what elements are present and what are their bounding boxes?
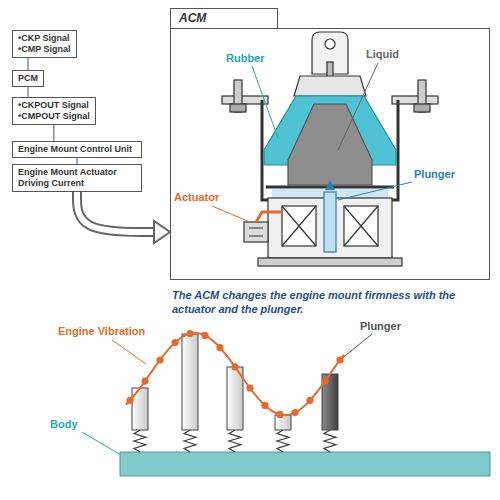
- vibration-dot: [141, 378, 148, 385]
- vibration-dot: [171, 339, 178, 346]
- box-text: •CMP Signal: [18, 44, 71, 55]
- mass-column: [275, 415, 291, 430]
- leader-line: [338, 63, 378, 150]
- plunger-rod: [324, 192, 336, 252]
- vibration-dot: [321, 378, 328, 385]
- arrow-body: [77, 192, 154, 232]
- bracket-hole: [325, 39, 335, 49]
- leader-lines: [82, 63, 412, 458]
- acm-panel: ACM: [170, 28, 490, 280]
- vibration-dot: [126, 397, 133, 404]
- connector: [28, 58, 29, 70]
- vibration-dot: [336, 356, 343, 363]
- part-name: Plunger: [360, 320, 401, 333]
- springs: [134, 430, 336, 452]
- coil: [344, 206, 378, 246]
- leader-line: [112, 340, 146, 364]
- control-unit-box: Engine Mount Control Unit: [12, 141, 142, 158]
- vibration-dot: [306, 397, 313, 404]
- engine-mount: [222, 32, 438, 266]
- arrowhead: [154, 221, 170, 243]
- vibration-dot: [291, 409, 298, 416]
- connector-pins: [249, 228, 263, 236]
- vibration-curve: [126, 333, 344, 415]
- left-bolt-head: [230, 104, 246, 112]
- pcm-box: PCM: [12, 70, 44, 87]
- leader-line: [340, 334, 372, 360]
- spring: [184, 430, 196, 452]
- coil: [282, 206, 316, 246]
- part-name: Liquid: [366, 48, 399, 61]
- plunger-column: [322, 374, 338, 430]
- box-text: •CMPOUT Signal: [18, 111, 90, 122]
- spring: [324, 430, 336, 452]
- connector: [53, 125, 54, 141]
- vibration-dot: [216, 344, 223, 351]
- connector-line: [28, 58, 29, 70]
- leader-line: [82, 432, 126, 458]
- caption: The ACM changes the engine mount firmnes…: [172, 288, 490, 316]
- part-name: Rubber: [226, 52, 265, 65]
- spring: [229, 430, 241, 452]
- coil-cross: [282, 206, 316, 246]
- vibration-dot: [186, 330, 193, 337]
- vibration-dot: [201, 332, 208, 339]
- box-text: •CKP Signal: [18, 33, 71, 44]
- box-text: PCM: [18, 73, 38, 84]
- actuator-connector: [244, 222, 268, 242]
- plunger-arrow: [325, 180, 335, 190]
- spring: [134, 430, 146, 452]
- actuator-wire: [256, 212, 282, 222]
- box-text: Engine Mount Control Unit: [18, 144, 136, 155]
- connector-line: [28, 87, 29, 97]
- mass-column: [182, 334, 198, 430]
- vibration-dot: [261, 402, 268, 409]
- spring: [277, 430, 289, 452]
- part-name: Actuator: [174, 191, 219, 204]
- panel-heading: ACM: [170, 8, 278, 28]
- connector-line: [53, 125, 54, 141]
- vibration-dot: [276, 411, 283, 418]
- connector: [77, 192, 170, 243]
- liquid-chamber: [288, 104, 372, 185]
- coil-cross: [344, 206, 378, 246]
- box-text: Engine Mount Actuator Driving Current: [18, 167, 136, 189]
- connector: [28, 87, 29, 97]
- mount-cap: [294, 76, 366, 96]
- vibration-wave: [126, 330, 344, 418]
- vibration-dot: [231, 363, 238, 370]
- driving-current-box: Engine Mount Actuator Driving Current: [12, 164, 142, 192]
- body-slab: [120, 452, 490, 476]
- leader-line: [338, 182, 412, 200]
- part-name: Plunger: [414, 168, 455, 181]
- signal-box: •CKPOUT Signal•CMPOUT Signal: [12, 97, 96, 125]
- signal-box: •CKP Signal•CMP Signal: [12, 30, 77, 58]
- arrow-outline: [77, 192, 154, 232]
- columns: [132, 334, 338, 430]
- part-name: Body: [50, 418, 78, 431]
- right-bolt-head: [414, 104, 430, 112]
- box-text: •CKPOUT Signal: [18, 100, 90, 111]
- vibration-label: Engine Vibration: [58, 325, 145, 338]
- vibration-dot: [156, 356, 163, 363]
- leader-line: [212, 206, 250, 222]
- leader-line: [252, 66, 278, 138]
- vibration-dot: [246, 384, 253, 391]
- base-plate: [258, 258, 402, 266]
